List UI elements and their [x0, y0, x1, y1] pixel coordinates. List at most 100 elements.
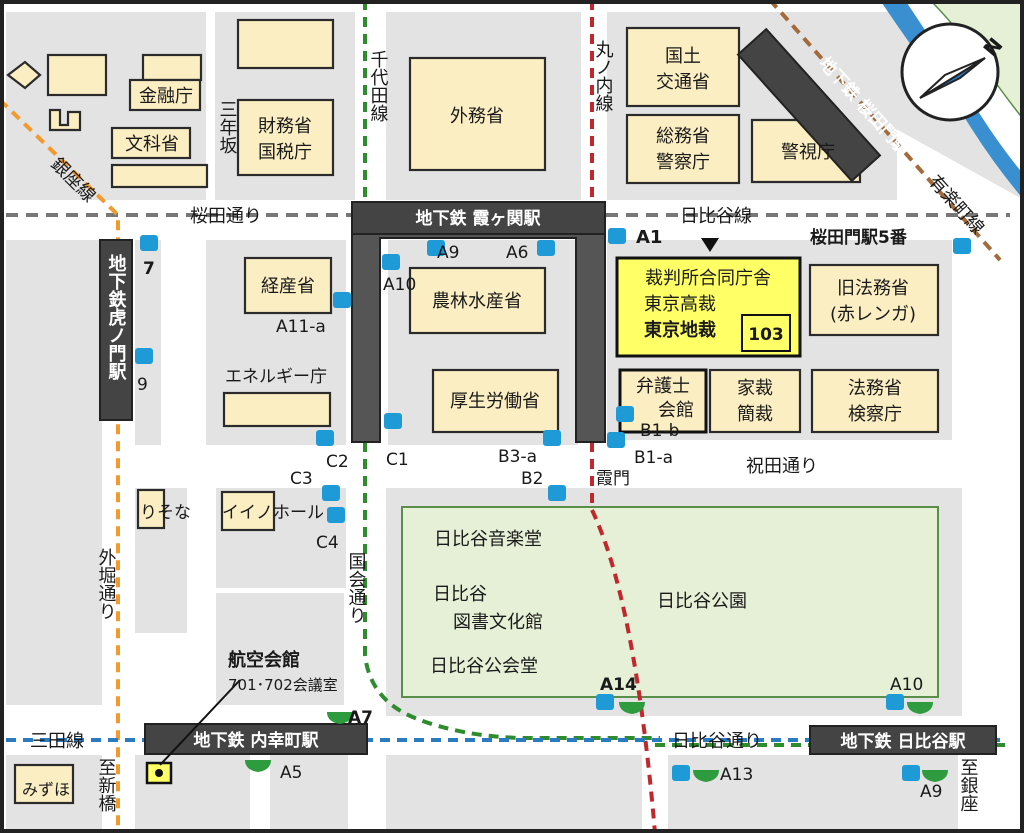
kasai-label: 家裁 [737, 378, 773, 399]
kasumigaseki-band [351, 201, 606, 235]
building-kyu-homusho [808, 263, 940, 337]
courtroom-103-label: 103 [748, 325, 784, 345]
norin-label: 農林水産省 [432, 291, 522, 312]
toei-icon [619, 702, 645, 714]
metro-icon [384, 413, 402, 429]
metro-icon [135, 348, 153, 364]
exit-a6-label: A6 [506, 243, 528, 263]
risona-label: りそな [140, 503, 191, 523]
exit-a10-label: A10 [383, 275, 416, 295]
park-name-label: 日比谷公園 [657, 591, 747, 612]
yurakucho-line-label: 有楽町線 [924, 171, 988, 239]
court-label-1: 裁判所合同庁舎 [645, 268, 771, 289]
exit-b3a-label: B3-a [498, 447, 537, 467]
building-norin [408, 266, 547, 335]
to-shimbashi-label: 至新橋 [96, 758, 117, 813]
building-enecho [222, 391, 332, 428]
court-pointer-triangle [701, 238, 719, 252]
bengoshi-label-2: 会館 [658, 400, 694, 421]
yurakucho-line-path [768, 0, 1002, 262]
building-small [236, 18, 335, 70]
exit-a5-label: A5 [280, 763, 302, 783]
compass [900, 22, 1000, 122]
to-ginza-label: 至銀座 [958, 758, 979, 812]
metro-icon [543, 430, 561, 446]
exit-c2-label: C2 [326, 452, 349, 472]
toei-icon [327, 712, 353, 724]
building-small [46, 53, 108, 97]
buildings [6, 18, 940, 805]
exit-c4-label: C4 [316, 533, 339, 553]
keisatsucho-label: 警察庁 [656, 152, 710, 173]
metro-icon [333, 292, 351, 308]
kyu-homusho-label-1: 旧法務省 [837, 278, 909, 299]
ongakudo-label: 日比谷音楽堂 [434, 529, 542, 550]
iino-label: イイノホール [222, 503, 324, 523]
station-hibiya-label: 地下鉄 日比谷駅 [841, 731, 967, 752]
metro-icon [322, 485, 340, 501]
exit-sakuradamon5-label: 桜田門駅5番 [810, 227, 908, 248]
building-kasai [708, 368, 802, 434]
building-mlit [625, 26, 741, 108]
metro-icon [616, 406, 634, 422]
metro-icon [382, 254, 400, 270]
toei-icon [922, 770, 948, 782]
city-block [6, 240, 102, 705]
koku-kaikan-label: 航空会館 [228, 649, 300, 671]
metro-icon [596, 694, 614, 710]
koku-kaikan-dot [155, 769, 163, 777]
toranomon-band [99, 239, 133, 421]
kyu-homusho-label-2: (赤レンガ) [830, 304, 916, 325]
kokaido-label: 日比谷公会堂 [430, 656, 538, 677]
exit-a10-hibiya-label: A10 [890, 675, 923, 695]
zaimusho-label: 財務省 [258, 116, 312, 137]
exit-c3-label: C3 [290, 469, 313, 489]
hibiya-park [401, 506, 939, 698]
metro-icon [537, 240, 555, 256]
sakuradamon-band [736, 27, 882, 183]
chiyoda-line-path [363, 0, 660, 740]
exit-b1b-label: B1-b [640, 421, 679, 441]
enecho-label: エネルギー庁 [225, 367, 327, 387]
kansai-label: 簡裁 [737, 404, 773, 425]
courtroom-103-box [741, 314, 791, 352]
exit-c1-label: C1 [386, 450, 409, 470]
station-kasumigaseki-label: 地下鉄 霞ヶ関駅 [416, 208, 542, 229]
kokkai-dori-label: 国会通り [346, 552, 367, 624]
library-label-2: 図書文化館 [453, 612, 543, 633]
building-small [48, 108, 82, 132]
koku-rooms-label: 701･702会議室 [228, 676, 338, 694]
building-bengoshi-kaikan [618, 368, 708, 434]
exit-a1-label: A1 [636, 227, 662, 248]
metro-icon [608, 228, 626, 244]
station-bands [99, 27, 997, 755]
kinyucho-label: 金融庁 [139, 86, 193, 107]
building-monkasho [110, 126, 192, 160]
mita-line-label: 三田線 [30, 731, 84, 752]
metro-icon [316, 430, 334, 446]
toei-icon [245, 760, 271, 772]
station-uchisaiwaicho-label: 地下鉄 内幸町駅 [194, 730, 320, 751]
exit-a9-label: A9 [437, 243, 459, 263]
exit-a11a-label: A11-a [276, 317, 326, 337]
metro-exit-icons [135, 228, 971, 781]
building-gaimusho [408, 56, 547, 172]
exit-a7-label: A7 [348, 708, 373, 728]
sakurada-dori-label: 桜田通り [190, 206, 262, 227]
kensatsucho-label: 検察庁 [848, 404, 902, 425]
marunouchi-line-label: 丸ノ内線 [593, 40, 614, 112]
compass-needle-south [919, 57, 986, 99]
building-zaimusho [236, 98, 335, 177]
hibiya-band [809, 725, 997, 755]
homusho-label: 法務省 [848, 378, 902, 399]
building-iino [220, 490, 276, 532]
hibiya-line-label: 日比谷線 [680, 206, 752, 227]
building-kinyucho [128, 78, 202, 112]
metro-icon [140, 235, 158, 251]
exit-a9-hibiya-label: A9 [920, 782, 942, 802]
mizuho-label: みずほ [22, 780, 70, 799]
city-block [386, 755, 642, 833]
station-toranomon-label: 地下鉄虎ノ門駅 [106, 253, 128, 381]
